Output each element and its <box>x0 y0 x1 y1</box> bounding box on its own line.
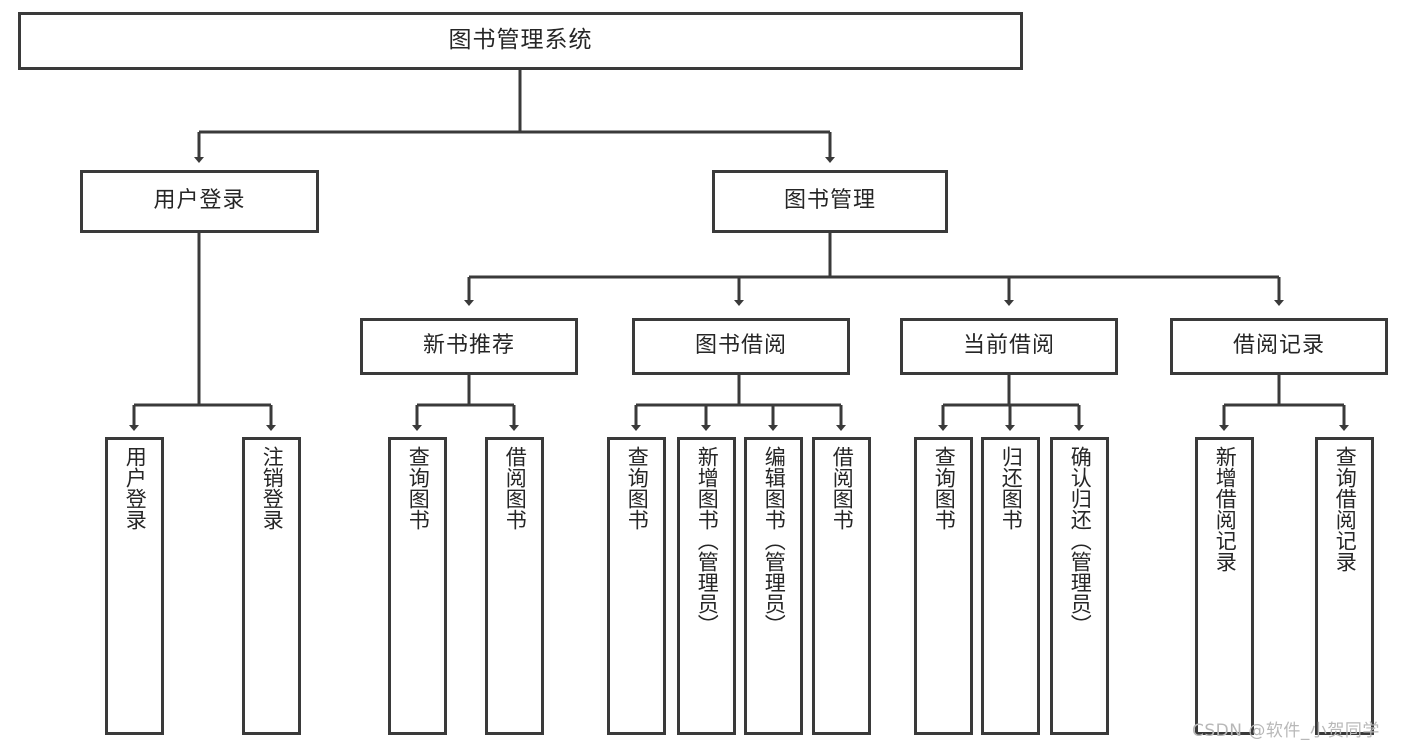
leaf-current-confirm-return-admin[interactable]: 确认归还（管理员） <box>1050 437 1109 735</box>
node-label: 注销登录 <box>260 446 285 530</box>
leaf-borrow-edit-book-admin[interactable]: 编辑图书（管理员） <box>744 437 803 735</box>
node-label: 当前借阅 <box>962 333 1055 359</box>
node-label: 新书推荐 <box>422 333 515 359</box>
node-label: 查询借阅记录 <box>1333 446 1358 572</box>
leaf-records-add-record[interactable]: 新增借阅记录 <box>1195 437 1254 735</box>
node-new-book-recommend[interactable]: 新书推荐 <box>360 318 578 375</box>
leaf-records-query-record[interactable]: 查询借阅记录 <box>1315 437 1374 735</box>
node-book-management[interactable]: 图书管理 <box>712 170 948 233</box>
node-label: 新增图书（管理员） <box>695 446 720 635</box>
node-label: 借阅图书 <box>830 446 855 530</box>
leaf-borrow-borrow-book[interactable]: 借阅图书 <box>812 437 871 735</box>
node-label: 归还图书 <box>999 446 1024 530</box>
leaf-recommend-query-book[interactable]: 查询图书 <box>388 437 447 735</box>
node-borrow-records[interactable]: 借阅记录 <box>1170 318 1388 375</box>
leaf-user-login-signout[interactable]: 注销登录 <box>242 437 301 735</box>
node-current-borrow[interactable]: 当前借阅 <box>900 318 1118 375</box>
leaf-borrow-add-book-admin[interactable]: 新增图书（管理员） <box>677 437 736 735</box>
node-label: 借阅记录 <box>1232 333 1325 359</box>
node-label: 图书管理系统 <box>448 27 593 54</box>
leaf-current-return-book[interactable]: 归还图书 <box>981 437 1040 735</box>
node-label: 用户登录 <box>123 446 148 530</box>
node-label: 查询图书 <box>932 446 957 530</box>
node-label: 查询图书 <box>406 446 431 530</box>
node-label: 图书管理 <box>783 188 876 214</box>
node-label: 图书借阅 <box>694 333 787 359</box>
node-label: 新增借阅记录 <box>1213 446 1238 572</box>
leaf-current-query-book[interactable]: 查询图书 <box>914 437 973 735</box>
node-label: 查询图书 <box>625 446 650 530</box>
leaf-user-login-signin[interactable]: 用户登录 <box>105 437 164 735</box>
node-label: 借阅图书 <box>503 446 528 530</box>
node-book-borrow[interactable]: 图书借阅 <box>632 318 850 375</box>
node-label: 编辑图书（管理员） <box>762 446 787 635</box>
node-root-system[interactable]: 图书管理系统 <box>18 12 1023 70</box>
leaf-recommend-borrow-book[interactable]: 借阅图书 <box>485 437 544 735</box>
csdn-watermark: CSDN @软件_小贺同学 <box>1192 721 1380 741</box>
node-label: 确认归还（管理员） <box>1068 446 1093 635</box>
node-user-login[interactable]: 用户登录 <box>80 170 319 233</box>
leaf-borrow-query-book[interactable]: 查询图书 <box>607 437 666 735</box>
node-label: 用户登录 <box>153 188 246 214</box>
